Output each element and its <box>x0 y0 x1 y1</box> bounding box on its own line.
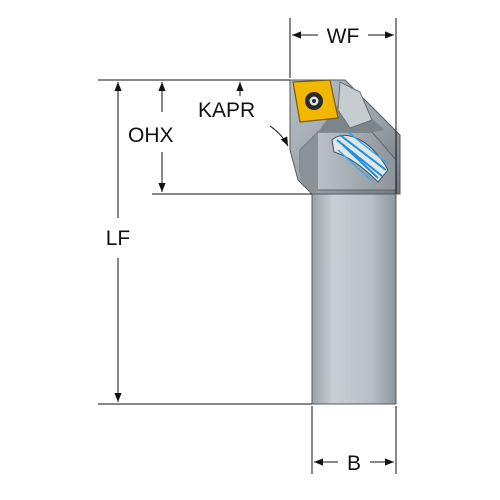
dimension-arrows <box>114 31 394 466</box>
coolant-nozzle <box>331 131 389 183</box>
wf-label: WF <box>327 25 360 48</box>
b-label: B <box>347 452 361 475</box>
insert <box>292 79 339 123</box>
ohx-label: OHX <box>128 124 174 147</box>
kapr-label: KAPR <box>198 99 255 122</box>
extension-lines <box>98 18 397 474</box>
lf-label: LF <box>106 227 131 250</box>
shank <box>311 193 397 405</box>
